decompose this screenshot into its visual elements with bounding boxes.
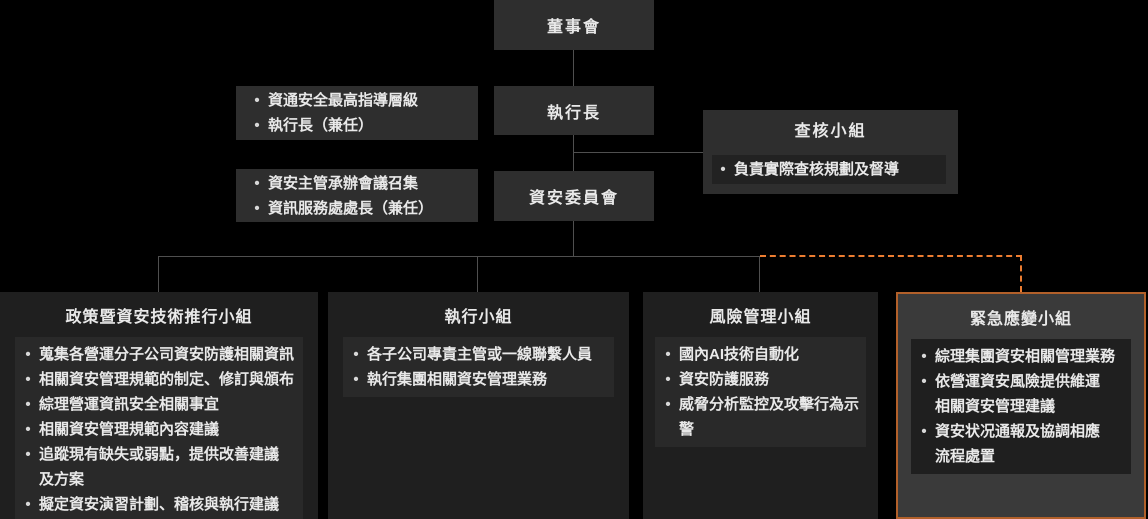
- group-title: 緊急應變小組: [969, 311, 1072, 328]
- bullet-icon: •: [25, 396, 31, 413]
- list-item: •綜理集團資安相關管理業務: [913, 344, 1129, 369]
- list-item: •執行集團相關資安管理業務: [345, 367, 612, 392]
- bullet-icon: •: [665, 371, 671, 388]
- connector-stub-group3: [759, 256, 760, 292]
- bullet-icon: •: [25, 446, 31, 463]
- group-panel: •各子公司專責主管或一線聯繫人員 •執行集團相關資安管理業務: [343, 337, 614, 397]
- node-ceo: 執行長: [494, 86, 654, 135]
- connector-bus: [158, 256, 760, 257]
- group-title: 風險管理小組: [709, 309, 812, 326]
- bullet-icon: •: [25, 496, 31, 513]
- list-item: •資安状况通報及協調相應 流程處置: [913, 419, 1129, 469]
- node-committee: 資安委員會: [494, 171, 654, 221]
- list-item: •執行長（兼任）: [246, 113, 472, 138]
- list-item: •資安防護服務: [657, 367, 864, 392]
- connector-board-ceo: [573, 50, 574, 86]
- list-item: •資安主管承辦會議召集: [246, 171, 472, 196]
- list-item: •相關資安管理規範的制定、修訂與頒布: [17, 367, 301, 392]
- audit-team-title: 查核小組: [794, 123, 867, 140]
- bullet-icon: •: [665, 346, 671, 363]
- bullet-icon: •: [720, 161, 726, 178]
- list-item: •國內AI技術自動化: [657, 342, 864, 367]
- node-risk-management-group: 風險管理小組 •國內AI技術自動化 •資安防護服務 •威脅分析監控及攻擊行為示警: [643, 292, 878, 519]
- bullet-icon: •: [254, 117, 260, 134]
- list-item: •蒐集各營運分子公司資安防護相關資訊: [17, 342, 301, 367]
- node-committee-label: 資安委員會: [528, 190, 619, 207]
- bullet-icon: •: [254, 174, 260, 192]
- bullet-icon: •: [254, 92, 260, 109]
- node-emergency-response-group: 緊急應變小組 •綜理集團資安相關管理業務 •依營運資安風險提供維運 相關資安管理…: [896, 292, 1146, 519]
- node-ceo-label: 執行長: [546, 104, 601, 122]
- group-panel: •國內AI技術自動化 •資安防護服務 •威脅分析監控及攻擊行為示警: [655, 337, 866, 447]
- bullet-icon: •: [25, 371, 31, 388]
- note-committee-role: •資安主管承辦會議召集 •資訊服務處處長（兼任）: [236, 169, 478, 222]
- bullet-icon: •: [353, 346, 359, 363]
- connector-stub-group1: [158, 256, 159, 292]
- list-item: •負責實際查核規劃及督導: [712, 157, 946, 182]
- bullet-icon: •: [921, 373, 927, 390]
- list-item: •依營運資安風險提供維運 相關資安管理建議: [913, 369, 1129, 419]
- group-panel: •蒐集各營運分子公司資安防護相關資訊 •相關資安管理規範的制定、修訂與頒布 •綜…: [15, 337, 303, 519]
- connector-audit-branch: [574, 152, 703, 153]
- list-item: •追蹤現有缺失或弱點，提供改善建議 及方案: [17, 442, 301, 492]
- connector-stub-group2: [477, 256, 478, 292]
- node-policy-tech-group: 政策暨資安技術推行小組 •蒐集各營運分子公司資安防護相關資訊 •相關資安管理規範…: [0, 292, 318, 519]
- note-ceo-role: •資通安全最高指導層級 •執行長（兼任）: [236, 86, 478, 140]
- bullet-icon: •: [254, 199, 260, 217]
- bullet-icon: •: [25, 346, 31, 363]
- list-item: •相關資安管理規範內容建議: [17, 417, 301, 442]
- connector-committee-bus: [573, 221, 574, 256]
- node-board: 董事會: [494, 0, 654, 50]
- list-item: •資通安全最高指導層級: [246, 88, 472, 113]
- node-board-label: 董事會: [546, 19, 601, 36]
- bullet-icon: •: [921, 423, 927, 440]
- list-item: •資訊服務處處長（兼任）: [246, 196, 472, 221]
- node-audit-team: 查核小組 •負責實際查核規劃及督導: [703, 110, 958, 194]
- list-item: •威脅分析監控及攻擊行為示警: [657, 392, 864, 442]
- list-item: •擬定資安演習計劃、稽核與執行建議: [17, 492, 301, 517]
- group-panel: •綜理集團資安相關管理業務 •依營運資安風險提供維運 相關資安管理建議 •資安状…: [911, 339, 1131, 474]
- list-item: •綜理營運資訊安全相關事宜: [17, 392, 301, 417]
- connector-dashed-horizontal: [760, 255, 1022, 257]
- bullet-icon: •: [665, 396, 671, 413]
- node-execution-group: 執行小組 •各子公司專責主管或一線聯繫人員 •執行集團相關資安管理業務: [328, 292, 629, 519]
- group-title: 政策暨資安技術推行小組: [65, 309, 253, 326]
- bullet-icon: •: [25, 421, 31, 438]
- audit-team-panel: •負責實際查核規劃及督導: [712, 155, 946, 184]
- connector-dashed-group4: [1020, 255, 1022, 292]
- bullet-icon: •: [353, 371, 359, 388]
- list-item: •各子公司專責主管或一線聯繫人員: [345, 342, 612, 367]
- bullet-icon: •: [921, 348, 927, 365]
- connector-ceo-committee: [573, 135, 574, 171]
- group-title: 執行小組: [444, 309, 513, 326]
